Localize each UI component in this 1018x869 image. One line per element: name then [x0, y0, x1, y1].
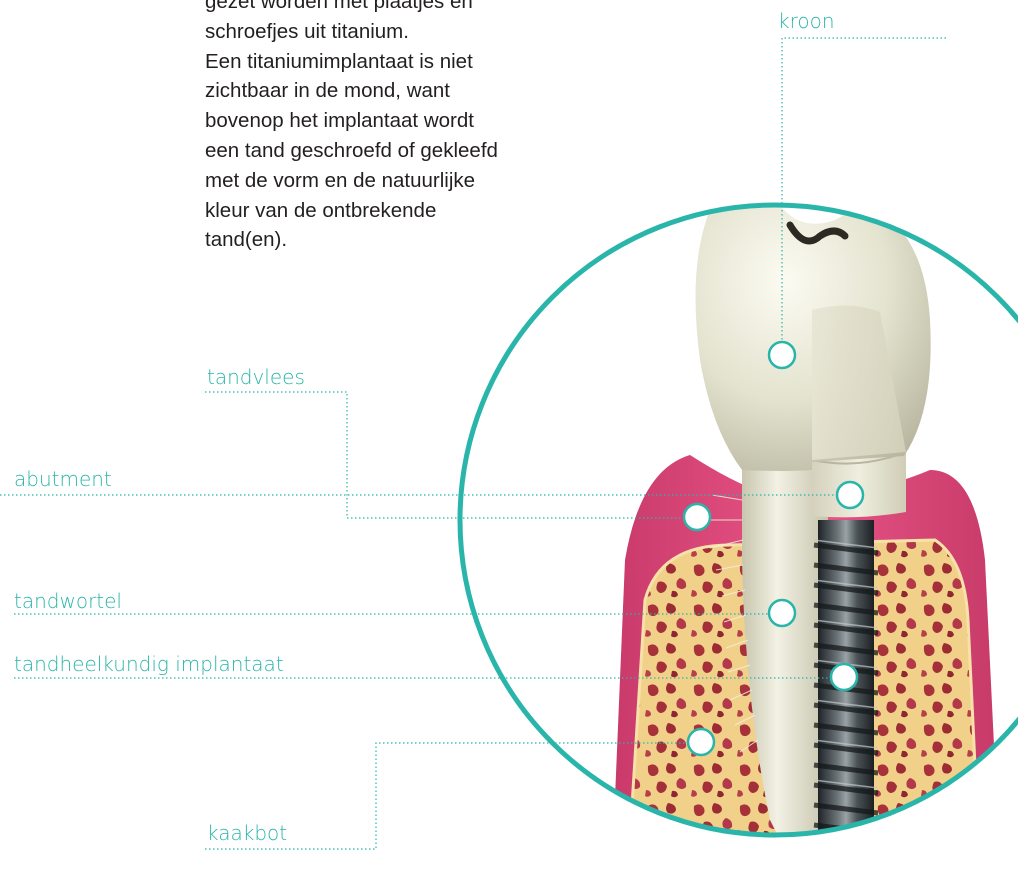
marker-kroon: [769, 342, 795, 368]
marker-kaakbot: [688, 729, 714, 755]
label-kaakbot: kaakbot: [207, 821, 287, 845]
marker-implantaat: [831, 664, 857, 690]
label-tandvlees: tandvlees: [207, 365, 305, 389]
label-tandwortel: tandwortel: [14, 589, 122, 613]
marker-tandvlees: [684, 504, 710, 530]
label-kroon: kroon: [778, 9, 835, 33]
marker-tandwortel: [769, 600, 795, 626]
label-abutment: abutment: [14, 467, 112, 491]
cross-section-view: [612, 199, 1000, 869]
marker-abutment: [837, 482, 863, 508]
label-implantaat: tandheelkundig implantaat: [14, 652, 284, 676]
